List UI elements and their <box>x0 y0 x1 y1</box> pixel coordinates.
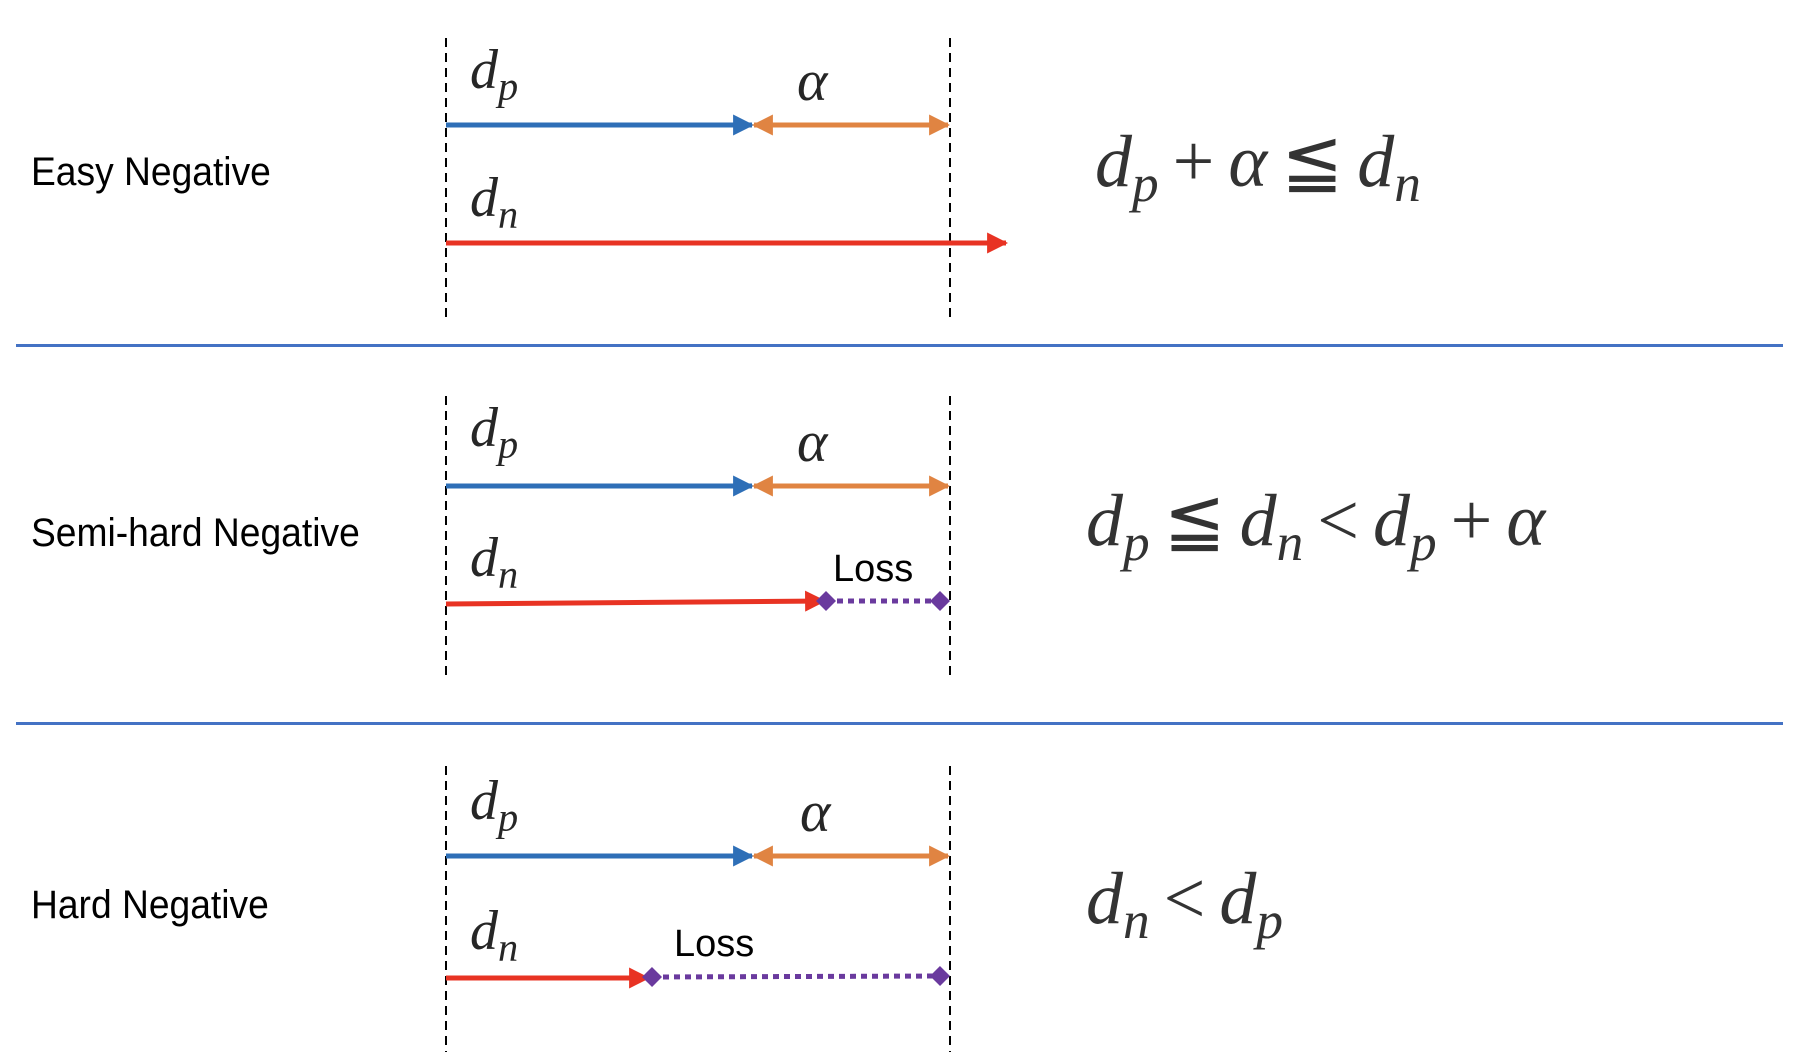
dn-subscript: n <box>498 924 519 970</box>
dn-label: dn <box>470 167 518 234</box>
dp-subscript: p <box>498 63 519 109</box>
row-label-hard-negative: Hard Negative <box>31 883 269 927</box>
row-separator-2 <box>16 722 1783 725</box>
dp-symbol: d <box>470 770 498 832</box>
dp-label: dp <box>470 770 518 837</box>
alpha-label: α <box>797 409 828 474</box>
row-label-easy-negative: Easy Negative <box>31 150 271 194</box>
row-separator-1 <box>16 344 1783 347</box>
dn-subscript: n <box>498 191 519 237</box>
dn-arrow <box>445 590 827 612</box>
dn-symbol: d <box>470 167 498 229</box>
dn-subscript: n <box>498 551 519 597</box>
loss-label: Loss <box>833 548 914 590</box>
easy-row-diagram <box>445 38 1009 320</box>
hard-row-diagram <box>445 766 951 1052</box>
alpha-label: α <box>800 779 831 844</box>
dp-label: dp <box>470 39 518 106</box>
dn-symbol: d <box>470 527 498 589</box>
row-label-semi-hard-negative: Semi-hard Negative <box>31 511 360 555</box>
loss-segment <box>642 966 950 987</box>
dp-label: dp <box>470 397 518 464</box>
semi-hard-negative-formula: dp≦dn<dp+α <box>1086 480 1546 572</box>
alpha-label: α <box>797 48 828 113</box>
dn-symbol: d <box>470 900 498 962</box>
dn-label: dn <box>470 900 518 967</box>
loss-label: Loss <box>674 923 755 965</box>
dn-label: dn <box>470 527 518 594</box>
semihard-row-diagram <box>445 396 951 678</box>
dp-symbol: d <box>470 397 498 459</box>
easy-negative-formula: dp+α≦dn <box>1095 121 1421 213</box>
hard-negative-formula: dn<dp <box>1086 858 1284 950</box>
dp-subscript: p <box>498 794 519 840</box>
dp-symbol: d <box>470 39 498 101</box>
dp-subscript: p <box>498 421 519 467</box>
